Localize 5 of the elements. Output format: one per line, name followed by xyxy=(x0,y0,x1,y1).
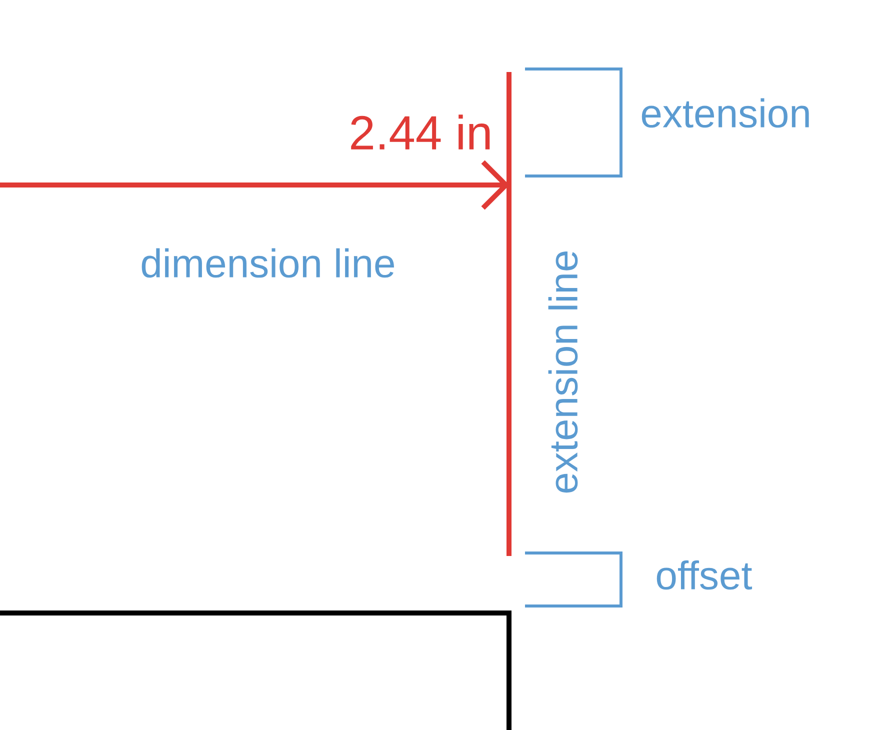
dimension-value: 2.44 in xyxy=(351,114,490,150)
annotation-label: extension line xyxy=(548,252,578,493)
annotation-label: dimension line xyxy=(142,248,394,278)
annotation-label: offset xyxy=(656,560,752,590)
annotation-label: extension xyxy=(642,98,809,128)
